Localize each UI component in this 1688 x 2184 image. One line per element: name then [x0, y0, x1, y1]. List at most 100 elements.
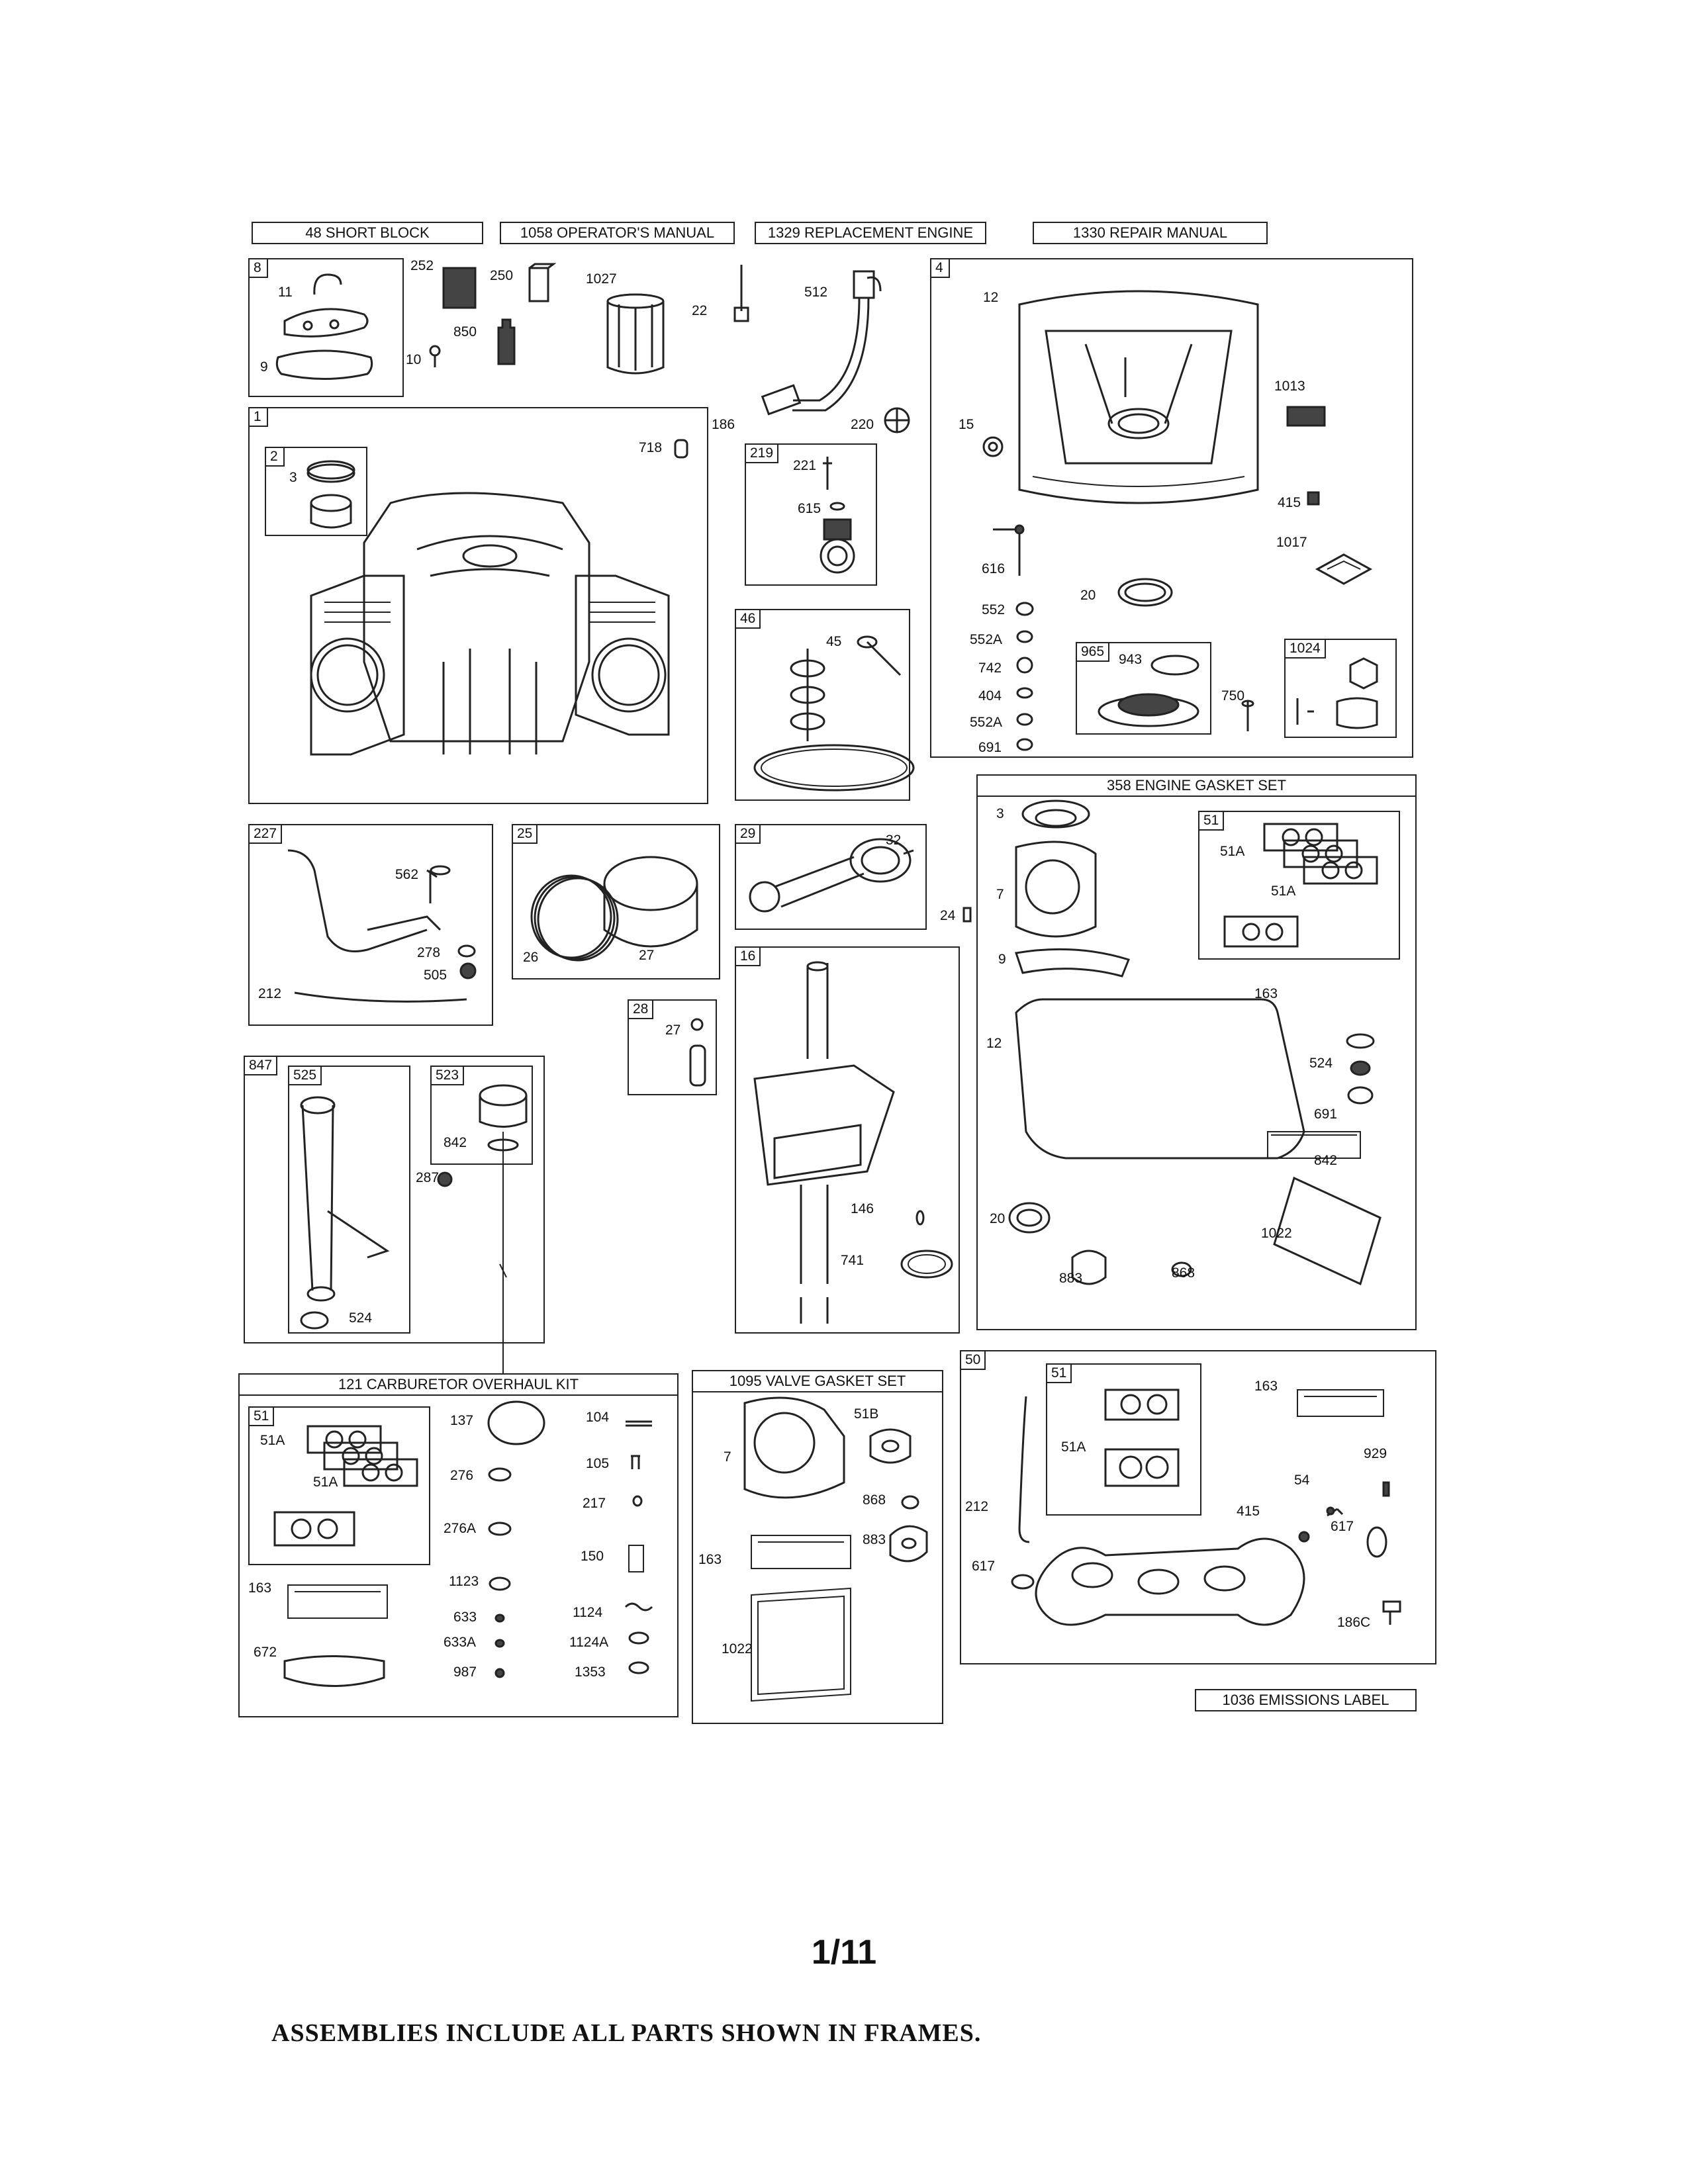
- frame-tag-1024: 1024: [1284, 639, 1326, 659]
- carb-label-276: 276: [450, 1468, 474, 1483]
- screw-illustration: [429, 345, 441, 367]
- carb-label-1124a: 1124A: [569, 1635, 609, 1650]
- part-label-146: 146: [851, 1201, 874, 1216]
- carb-label-633a: 633A: [444, 1635, 477, 1650]
- part-label-404: 404: [978, 688, 1002, 704]
- gasket-label-9: 9: [998, 952, 1006, 967]
- pump-frame: 965: [1076, 642, 1211, 735]
- part-label-742: 742: [978, 660, 1002, 676]
- part-label-27b: 27: [665, 1023, 681, 1038]
- fuel-line-illustration: [761, 270, 882, 416]
- carb-gasket-frame: 51: [248, 1406, 430, 1565]
- oil-seal-illustration: [1117, 578, 1173, 607]
- gasket-label-20: 20: [990, 1211, 1006, 1226]
- crankcase-cover-illustration: [1018, 290, 1259, 504]
- dowel-pin-illustration: [962, 907, 972, 923]
- carb-label-672: 672: [254, 1645, 277, 1660]
- crankshaft-frame: 16: [735, 946, 960, 1334]
- replacement-engine-header: 1329 REPLACEMENT ENGINE: [755, 222, 986, 244]
- carb-label-1353: 1353: [575, 1664, 606, 1680]
- part-label-615: 615: [798, 501, 821, 516]
- gasket-label-3: 3: [996, 806, 1004, 821]
- fuel-cap-illustration: [884, 407, 910, 433]
- valve-label-7: 7: [724, 1449, 731, 1465]
- seal-bearing-illustration: [306, 460, 355, 529]
- frame-tag-16: 16: [735, 946, 761, 966]
- frame-tag-525: 525: [288, 1066, 322, 1085]
- frame-tag-29: 29: [735, 824, 761, 844]
- filter-adapter-illustration: [1296, 657, 1378, 729]
- intake-gasket-frame: 51: [1198, 811, 1400, 960]
- manifold-label-617-2: 617: [972, 1559, 996, 1574]
- part-label-15: 15: [959, 417, 974, 432]
- frame-tag-51-manifold: 51: [1046, 1363, 1072, 1383]
- governor-lever-illustration: [287, 849, 477, 1003]
- part-label-212: 212: [258, 986, 282, 1001]
- carb-label-105: 105: [586, 1456, 610, 1471]
- carb-label-51a: 51A: [260, 1433, 285, 1448]
- dipstick-frame: 847: [244, 1056, 545, 1343]
- frame-tag-847: 847: [244, 1056, 278, 1075]
- breather-frame: 8: [248, 258, 404, 397]
- part-label-943: 943: [1119, 652, 1143, 667]
- valve-label-883: 883: [863, 1532, 886, 1547]
- part-label-186: 186: [712, 417, 735, 432]
- manifold-label-186c: 186C: [1337, 1615, 1371, 1630]
- frame-tag-25: 25: [512, 824, 538, 844]
- carb-kit-illustration: [273, 1425, 418, 1687]
- gasket-label-7: 7: [996, 887, 1004, 902]
- manifold-gasket-frame: 51: [1046, 1363, 1201, 1516]
- valve-label-1022: 1022: [722, 1641, 753, 1657]
- part-label-741: 741: [841, 1253, 865, 1268]
- gasket-label-883: 883: [1059, 1271, 1083, 1286]
- dipstick-cap-frame: 523: [430, 1066, 533, 1165]
- dipstick-tube-frame: 525: [288, 1066, 410, 1334]
- dipstick-bolt-illustration: [733, 265, 749, 322]
- frame-tag-50: 50: [960, 1350, 986, 1370]
- part-label-691: 691: [978, 740, 1002, 755]
- sealant-tube-illustration: [497, 318, 516, 365]
- engine-gaskets-illustration: [1008, 799, 1382, 1286]
- oil-filter-illustration: [606, 293, 665, 375]
- manifold-label-415: 415: [1237, 1504, 1260, 1519]
- breather-assembly-illustration: [275, 273, 373, 380]
- small-parts-stack-illustration: [1015, 602, 1034, 751]
- seal-strip-illustration: [442, 267, 477, 309]
- part-label-562: 562: [395, 867, 419, 882]
- manifold-label-163: 163: [1254, 1379, 1278, 1394]
- manifold-label-212: 212: [965, 1499, 989, 1514]
- part-label-11: 11: [278, 285, 293, 300]
- frame-tag-219: 219: [745, 443, 779, 463]
- part-label-250: 250: [490, 268, 514, 283]
- part-label-1027: 1027: [586, 271, 617, 287]
- part-label-1013: 1013: [1274, 379, 1305, 394]
- gasket-label-842: 842: [1314, 1153, 1338, 1168]
- part-label-24: 24: [940, 908, 956, 923]
- gasket-label-12: 12: [986, 1036, 1002, 1051]
- filter-element-illustration: [1286, 406, 1326, 427]
- assemblies-note: ASSEMBLIES INCLUDE ALL PARTS SHOWN IN FR…: [271, 2019, 982, 2047]
- part-label-27: 27: [639, 948, 655, 963]
- cylinder-frame: 1: [248, 407, 708, 804]
- piston-rings-illustration: [530, 856, 698, 962]
- gasket-label-51a-2: 51A: [1271, 884, 1296, 899]
- dowel-illustration: [674, 439, 688, 459]
- frame-tag-46: 46: [735, 609, 761, 629]
- part-label-505: 505: [424, 968, 447, 983]
- part-label-3: 3: [289, 470, 297, 485]
- part-label-415: 415: [1278, 495, 1301, 510]
- part-label-616: 616: [982, 561, 1006, 576]
- dipstick-tube-illustration: [300, 1096, 390, 1330]
- oil-pump-illustration: [1098, 655, 1199, 727]
- crankcase-cover-frame: 4: [930, 258, 1413, 758]
- part-label-1017: 1017: [1276, 535, 1307, 550]
- carb-label-51a-2: 51A: [313, 1475, 338, 1490]
- connecting-rod-illustration: [749, 838, 914, 913]
- frame-tag-523: 523: [430, 1066, 465, 1085]
- part-label-252: 252: [410, 258, 434, 273]
- part-label-842: 842: [444, 1135, 467, 1150]
- frame-tag-1: 1: [248, 407, 268, 427]
- frame-tag-8: 8: [248, 258, 268, 278]
- manifold-label-51a: 51A: [1061, 1439, 1086, 1455]
- part-label-26: 26: [523, 950, 539, 965]
